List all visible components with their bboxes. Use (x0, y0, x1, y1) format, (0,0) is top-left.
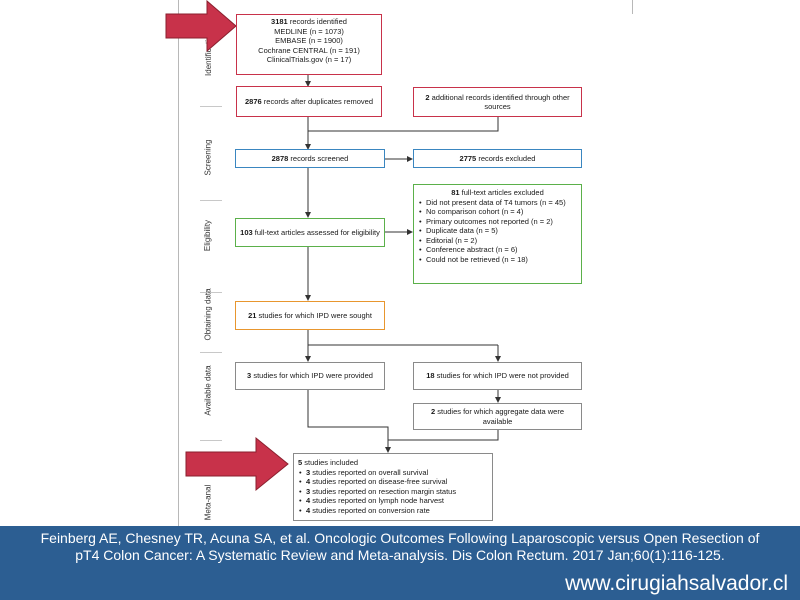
stage-separator (200, 352, 222, 353)
box-studies-included: 5 studies included 3 studies reported on… (293, 453, 493, 521)
additional-label: additional records identified through ot… (431, 92, 570, 112)
exclusion-reason: Duplicate data (n = 5) (418, 226, 577, 236)
box-fulltext-excluded: 81 full-text articles excluded Did not p… (413, 184, 582, 284)
included-item-label: studies reported on resection margin sta… (312, 486, 457, 496)
ipd-sought-count: 21 (248, 310, 257, 320)
assessed-label: full-text articles assessed for eligibil… (254, 227, 380, 237)
included-label: studies included (304, 458, 359, 467)
additional-count: 2 (425, 92, 430, 102)
connector-additional-to-screen (308, 117, 499, 132)
aggregate-count: 2 (430, 407, 436, 416)
connector-aggregate-to-included (388, 430, 499, 441)
stage-separator (200, 200, 222, 201)
box-records-screened: 2878 records screened (235, 149, 385, 168)
identified-source: Cochrane CENTRAL (n = 191) (258, 45, 360, 55)
included-item-count: 4 (306, 477, 311, 486)
included-item: 4 studies reported on conversion rate (298, 506, 488, 516)
box-ipd-sought: 21 studies for which IPD were sought (235, 301, 385, 330)
fulltext-excluded-count: 81 (451, 188, 460, 197)
footer-banner (0, 526, 800, 600)
exclusion-reason: No comparison cohort (n = 4) (418, 207, 577, 217)
exclusion-reason: Primary outcomes not reported (n = 2) (418, 217, 577, 227)
ipd-not-provided-count: 18 (426, 371, 435, 381)
exclusion-reasons-list: Did not present data of T4 tumors (n = 4… (418, 198, 577, 265)
identified-source: MEDLINE (n = 1073) (274, 26, 344, 36)
screened-label: records screened (290, 153, 349, 163)
included-item: 3 studies reported on overall survival (298, 468, 488, 478)
box-aggregate-data: 2 studies for which aggregate data were … (413, 403, 582, 430)
ipd-not-provided-label: studies for which IPD were not provided (436, 371, 569, 381)
assessed-count: 103 (240, 227, 253, 237)
aggregate-label: studies for which aggregate data were av… (437, 407, 564, 426)
box-ipd-not-provided: 18 studies for which IPD were not provid… (413, 362, 582, 390)
included-item-count: 4 (306, 496, 311, 505)
highlight-arrow-top (165, 0, 237, 53)
ipd-sought-label: studies for which IPD were sought (258, 310, 372, 320)
exclusion-reason: Editorial (n = 2) (418, 236, 577, 246)
stage-separator (200, 106, 222, 107)
after-duplicates-count: 2876 (245, 96, 262, 106)
exclusion-reason: Conference abstract (n = 6) (418, 245, 577, 255)
citation-text: Feinberg AE, Chesney TR, Acuna SA, et al… (40, 530, 760, 563)
included-item: 4 studies reported on lymph node harvest (298, 496, 488, 506)
included-item-count: 3 (306, 467, 311, 477)
included-item-count: 4 (306, 505, 311, 515)
website-url: www.cirugiahsalvador.cl (565, 572, 788, 595)
identified-source: EMBASE (n = 1900) (275, 36, 343, 45)
frame-right-line (632, 0, 633, 14)
screened-count: 2878 (271, 153, 289, 163)
identified-count: 3181 (271, 17, 288, 26)
included-count: 5 (298, 458, 303, 467)
box-ipd-provided: 3 studies for which IPD were provided (235, 362, 385, 390)
box-records-identified: 3181 records identified MEDLINE (n = 107… (236, 14, 382, 75)
included-item-label: studies reported on disease-free surviva… (312, 477, 448, 486)
connector-sought-split (307, 330, 498, 346)
exclusion-reason: Could not be retrieved (n = 18) (418, 255, 577, 265)
box-records-excluded: 2775 records excluded (413, 149, 582, 168)
excluded-label: records excluded (478, 153, 536, 163)
identified-label: records identified (289, 17, 347, 26)
included-item: 4 studies reported on disease-free survi… (298, 477, 488, 487)
ipd-provided-count: 3 (247, 371, 252, 381)
included-item-count: 3 (306, 486, 311, 496)
after-duplicates-label: records after duplicates removed (263, 96, 373, 106)
included-item-label: studies reported on lymph node harvest (312, 496, 445, 505)
box-after-duplicates: 2876 records after duplicates removed (236, 86, 382, 117)
box-fulltext-assessed: 103 full-text articles assessed for elig… (235, 218, 385, 247)
identified-source: ClinicalTrials.gov (n = 17) (266, 55, 352, 64)
included-item: 3 studies reported on resection margin s… (298, 487, 488, 497)
stage-separator (200, 440, 222, 441)
ipd-provided-label: studies for which IPD were provided (253, 371, 373, 381)
included-studies-list: 3 studies reported on overall survival 4… (298, 468, 488, 516)
box-additional-records: 2 additional records identified through … (413, 87, 582, 117)
exclusion-reason: Did not present data of T4 tumors (n = 4… (418, 198, 577, 208)
stage-separator (200, 292, 222, 293)
connector-provided-to-included (307, 390, 391, 453)
fulltext-excluded-label: full-text articles excluded (461, 188, 544, 197)
excluded-count: 2775 (459, 153, 477, 163)
frame-left-line (178, 0, 179, 526)
included-item-label: studies reported on overall survival (312, 467, 429, 477)
included-item-label: studies reported on conversion rate (312, 505, 430, 515)
highlight-arrow-bottom (185, 436, 289, 492)
